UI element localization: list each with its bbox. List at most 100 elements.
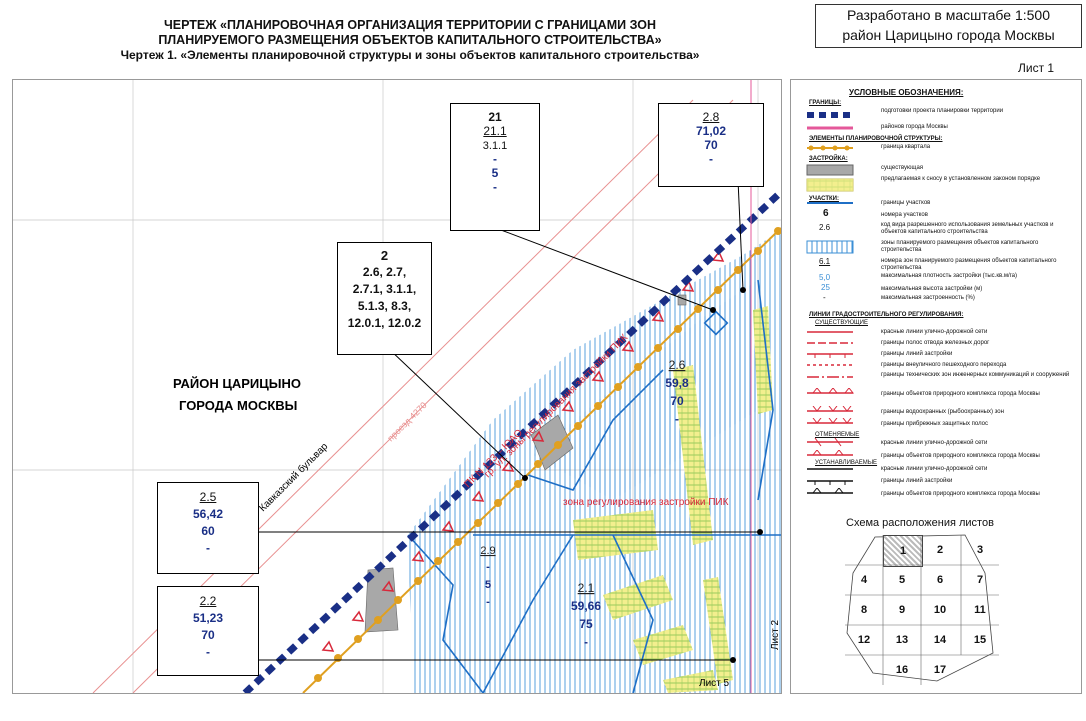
legend-sym-quarter bbox=[807, 145, 853, 151]
svg-text:-: - bbox=[584, 635, 588, 649]
scheme-cell-17[interactable]: 17 bbox=[933, 664, 947, 676]
legend-l8: границы прибрежных защитных полос bbox=[881, 421, 989, 427]
scheme-cell-5[interactable]: 5 bbox=[898, 574, 906, 586]
scheme-cell-10[interactable]: 10 bbox=[933, 604, 947, 616]
legend-l5: границы технических зон инженерных комму… bbox=[881, 372, 1070, 378]
legend-l2: границы полос отвода железных дорог bbox=[881, 340, 990, 346]
legend-sym-district bbox=[807, 126, 853, 130]
planned-zone-hatch-upper bbox=[533, 280, 758, 500]
legend-sym-l11 bbox=[807, 468, 853, 470]
svg-text:2.6: 2.6 bbox=[669, 358, 686, 372]
svg-text:59,66: 59,66 bbox=[571, 599, 601, 613]
zone-2-6-label: 2.6 59,8 70 - bbox=[665, 358, 689, 426]
callout-2-8: 2.8 71,02 70 - bbox=[658, 103, 764, 187]
legend-head-plots: УЧАСТКИ: bbox=[809, 196, 839, 202]
legend-b1: подготовки проекта планировки территории bbox=[881, 108, 1004, 114]
legend-sym-l4 bbox=[807, 364, 853, 366]
scheme-cell-12[interactable]: 12 bbox=[857, 634, 871, 646]
scheme-outline bbox=[846, 534, 994, 682]
legend-l11: красные линии улично-дорожной сети bbox=[881, 466, 988, 472]
legend-sym-l5 bbox=[807, 376, 853, 378]
scheme-cell-14[interactable]: 14 bbox=[933, 634, 947, 646]
legend-l6: границы объектов природного комплекса го… bbox=[881, 391, 1040, 397]
legend-head-elements: ЭЛЕМЕНТЫ ПЛАНИРОВОЧНОЙ СТРУКТУРЫ: bbox=[809, 136, 943, 142]
map-canvas: РАЙОН ЦАРИЦЫНО ГОРОДА МОСКВЫ Кавказский … bbox=[13, 80, 781, 693]
scheme-cell-13[interactable]: 13 bbox=[895, 634, 909, 646]
scheme-cell-7[interactable]: 7 bbox=[976, 574, 984, 586]
street-label: Кавказский бульвар bbox=[257, 440, 331, 514]
legend-head-cancel: ОТМЕНЯЕМЫЕ bbox=[815, 432, 860, 438]
legend-l13: границы объектов природного комплекса го… bbox=[881, 491, 1040, 497]
legend-z1: существующая bbox=[881, 165, 924, 171]
legend-sym-pct: - bbox=[823, 293, 826, 302]
title-line-1: ЧЕРТЕЖ «ПЛАНИРОВОЧНАЯ ОРГАНИЗАЦИЯ ТЕРРИТ… bbox=[163, 18, 656, 32]
legend-b2: районов города Москвы bbox=[881, 124, 948, 130]
scheme-cell-16[interactable]: 16 bbox=[895, 664, 909, 676]
legend-l9: красные линии улично-дорожной сети bbox=[881, 440, 988, 446]
scheme-cell-1[interactable]: 1 bbox=[883, 535, 923, 567]
legend-u2: номера участков bbox=[881, 212, 928, 218]
svg-text:2.1: 2.1 bbox=[578, 581, 595, 595]
legend-u6: максимальная плотность застройки (тыс.кв… bbox=[881, 273, 1018, 279]
legend-u7: максимальная высота застройки (м) bbox=[881, 286, 983, 292]
scheme-cell-9[interactable]: 9 bbox=[898, 604, 906, 616]
svg-text:59,8: 59,8 bbox=[665, 376, 689, 390]
legend-l4: границы внеуличного пешеходного перехода bbox=[881, 362, 1007, 368]
legend-l1: красные линии улично-дорожной сети bbox=[881, 329, 988, 335]
legend-l3: границы линий застройки bbox=[881, 351, 953, 357]
callout-2: 2 2.6, 2.7, 2.7.1, 3.1.1, 5.1.3, 8.3, 12… bbox=[337, 242, 432, 355]
legend-u1: границы участков bbox=[881, 200, 931, 206]
legend-l12: границы линий застройки bbox=[881, 478, 953, 484]
demolition-buildings bbox=[573, 306, 773, 693]
legend-sym-l2 bbox=[807, 342, 853, 344]
existing-buildings bbox=[364, 294, 687, 633]
scheme-cell-2[interactable]: 2 bbox=[936, 544, 944, 556]
legend-sym-l7 bbox=[807, 406, 853, 412]
scheme-cell-8[interactable]: 8 bbox=[860, 604, 868, 616]
legend-sym-demolish bbox=[806, 178, 854, 192]
scheme-cell-15[interactable]: 15 bbox=[973, 634, 987, 646]
scale-line-2: район Царицыно города Москвы bbox=[842, 27, 1055, 43]
legend-panel: УСЛОВНЫЕ ОБОЗНАЧЕНИЯ: ГРАНИЦЫ: подготовк… bbox=[790, 79, 1082, 694]
scheme-cell-11[interactable]: 11 bbox=[974, 604, 986, 616]
legend-sym-existing bbox=[806, 164, 854, 176]
sheet-5-label: Лист 5 bbox=[699, 678, 730, 689]
leader-dots bbox=[522, 287, 763, 663]
svg-text:2.9: 2.9 bbox=[480, 545, 495, 557]
title-line-3: Чертеж 1. «Элементы планировочной структ… bbox=[120, 48, 700, 62]
zone-reg-label-2: зона регулирования застройки ПИК bbox=[563, 497, 729, 508]
legend-u3: код вида разрешенного использования земе… bbox=[881, 222, 1054, 235]
legend-head-lines: ЛИНИИ ГРАДОСТРОИТЕЛЬНОГО РЕГУЛИРОВАНИЯ: bbox=[809, 312, 964, 318]
legend-sym-l1 bbox=[807, 331, 853, 333]
svg-text:70: 70 bbox=[670, 394, 684, 408]
scheme-cell-4[interactable]: 4 bbox=[860, 574, 868, 586]
sheet-2-label: Лист 2 bbox=[770, 619, 781, 650]
legend-title: УСЛОВНЫЕ ОБОЗНАЧЕНИЯ: bbox=[849, 88, 964, 97]
legend-sym-plot-boundary bbox=[807, 202, 853, 204]
legend-l7: границы водоохранных (рыбоохранных) зон bbox=[881, 409, 1004, 415]
scheme-cell-6[interactable]: 6 bbox=[936, 574, 944, 586]
legend-sym-l8 bbox=[807, 418, 853, 424]
scheme-title: Схема расположения листов bbox=[846, 517, 994, 529]
scheme-cell-3[interactable]: 3 bbox=[976, 544, 984, 556]
scale-line-1: Разработано в масштабе 1:500 bbox=[846, 7, 1051, 23]
legend-sym-zone-hatch bbox=[806, 240, 854, 254]
title-line-2: ПЛАНИРУЕМОГО РАЗМЕЩЕНИЯ ОБЪЕКТОВ КАПИТАЛ… bbox=[158, 33, 662, 47]
proezd-label: проезд 4270 bbox=[385, 400, 428, 443]
legend-u8: максимальная застроенность (%) bbox=[881, 295, 975, 301]
zone-2-1-label: 2.1 59,66 75 - bbox=[571, 581, 601, 649]
svg-text:-: - bbox=[486, 561, 490, 573]
legend-sym-l3 bbox=[807, 353, 853, 358]
legend-sym-l13 bbox=[807, 488, 853, 494]
legend-sym-planning-boundary bbox=[807, 112, 853, 118]
legend-sym-zone-num: 6.1 bbox=[819, 257, 831, 266]
legend-sym-l6 bbox=[807, 388, 855, 394]
plot-boundaries bbox=[407, 279, 781, 693]
svg-text:-: - bbox=[486, 596, 490, 608]
legend-sym-code: 2.6 bbox=[819, 223, 831, 232]
drawing-title: ЧЕРТЕЖ «ПЛАНИРОВОЧНАЯ ОРГАНИЗАЦИЯ ТЕРРИТ… bbox=[60, 18, 760, 63]
legend-u4: зоны планируемого размещения объектов ка… bbox=[881, 240, 1039, 253]
map-frame: РАЙОН ЦАРИЦЫНО ГОРОДА МОСКВЫ Кавказский … bbox=[12, 79, 782, 694]
legend-e1: граница квартала bbox=[881, 144, 931, 150]
legend-head-set: УСТАНАВЛИВАЕМЫЕ bbox=[815, 460, 878, 466]
